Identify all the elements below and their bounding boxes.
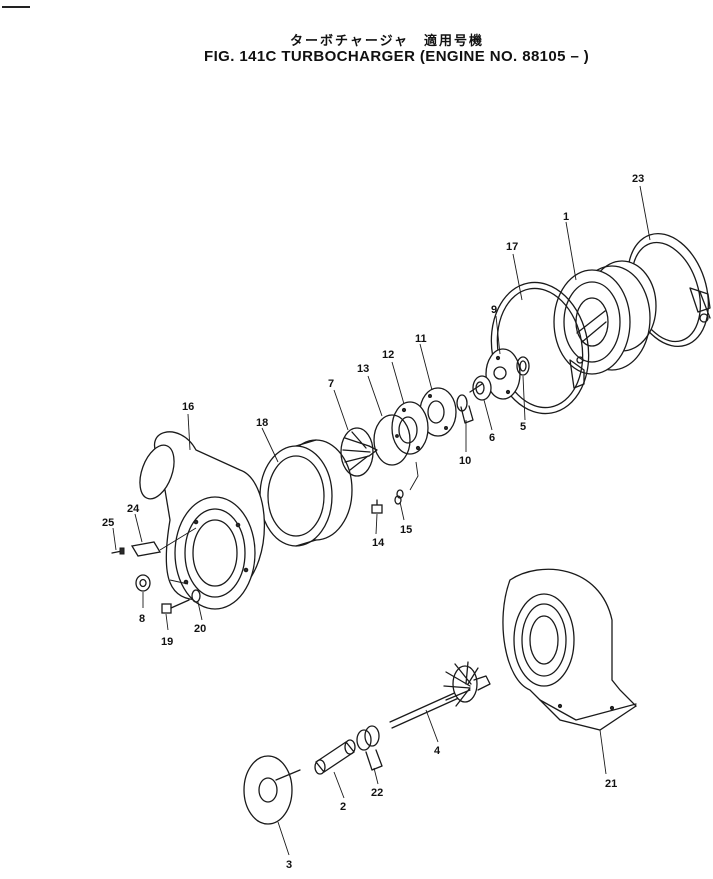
title-japanese: ターボチャージャ 適用号機 — [290, 34, 484, 49]
label-part-16: 16 — [182, 401, 194, 413]
figure-title: FIG. 141C TURBOCHARGER (ENGINE NO. 88105… — [204, 48, 590, 65]
part-2-bearing — [314, 739, 356, 775]
label-part-13: 13 — [357, 363, 369, 375]
label-part-4: 4 — [434, 745, 441, 757]
label-part-8: 8 — [139, 613, 145, 625]
label-part-9: 9 — [491, 304, 497, 316]
part-18-back-plate — [259, 439, 353, 547]
label-part-25: 25 — [102, 517, 114, 529]
leader-lines — [112, 185, 651, 856]
label-part-10: 10 — [459, 455, 471, 467]
label-part-14: 14 — [372, 537, 385, 549]
part-22-piston-rings — [356, 725, 383, 771]
part-4-turbine-shaft — [389, 661, 491, 729]
label-part-23: 23 — [632, 173, 644, 185]
label-part-15: 15 — [400, 524, 412, 536]
part-1-housing — [553, 260, 657, 375]
label-part-3: 3 — [286, 859, 292, 871]
part-20-washer — [191, 589, 201, 603]
part-7-compressor-wheel — [340, 427, 378, 477]
label-part-17: 17 — [506, 241, 518, 253]
part-12-bearing-plate — [391, 401, 429, 455]
part-16-compressor-housing — [139, 431, 266, 610]
label-part-24: 24 — [127, 503, 140, 515]
label-part-20: 20 — [194, 623, 206, 635]
part-15-washer — [394, 489, 404, 505]
part-10-seal-ring — [456, 394, 474, 424]
part-14-bolt — [371, 499, 383, 514]
label-part-5: 5 — [520, 421, 526, 433]
part-13-oring — [373, 414, 411, 466]
label-part-2: 2 — [340, 801, 346, 813]
part-3-oil-deflector — [243, 755, 301, 825]
label-part-12: 12 — [382, 349, 394, 361]
part-8-nut — [135, 574, 151, 592]
label-part-18: 18 — [256, 417, 268, 429]
part-24-lock-plate — [130, 541, 162, 557]
label-part-7: 7 — [328, 378, 334, 390]
part-6-thrust-collar — [469, 375, 492, 401]
label-part-6: 6 — [489, 432, 495, 444]
corner-mark — [2, 6, 30, 8]
part-25-screw — [111, 547, 125, 555]
part-19-bolt — [161, 599, 190, 614]
label-part-21: 21 — [605, 778, 617, 790]
part-5-oring — [516, 356, 530, 376]
label-part-22: 22 — [371, 787, 383, 799]
label-part-19: 19 — [161, 636, 173, 648]
label-part-1: 1 — [563, 211, 569, 223]
part-21-turbine-housing — [502, 568, 638, 731]
label-part-11: 11 — [415, 333, 427, 345]
